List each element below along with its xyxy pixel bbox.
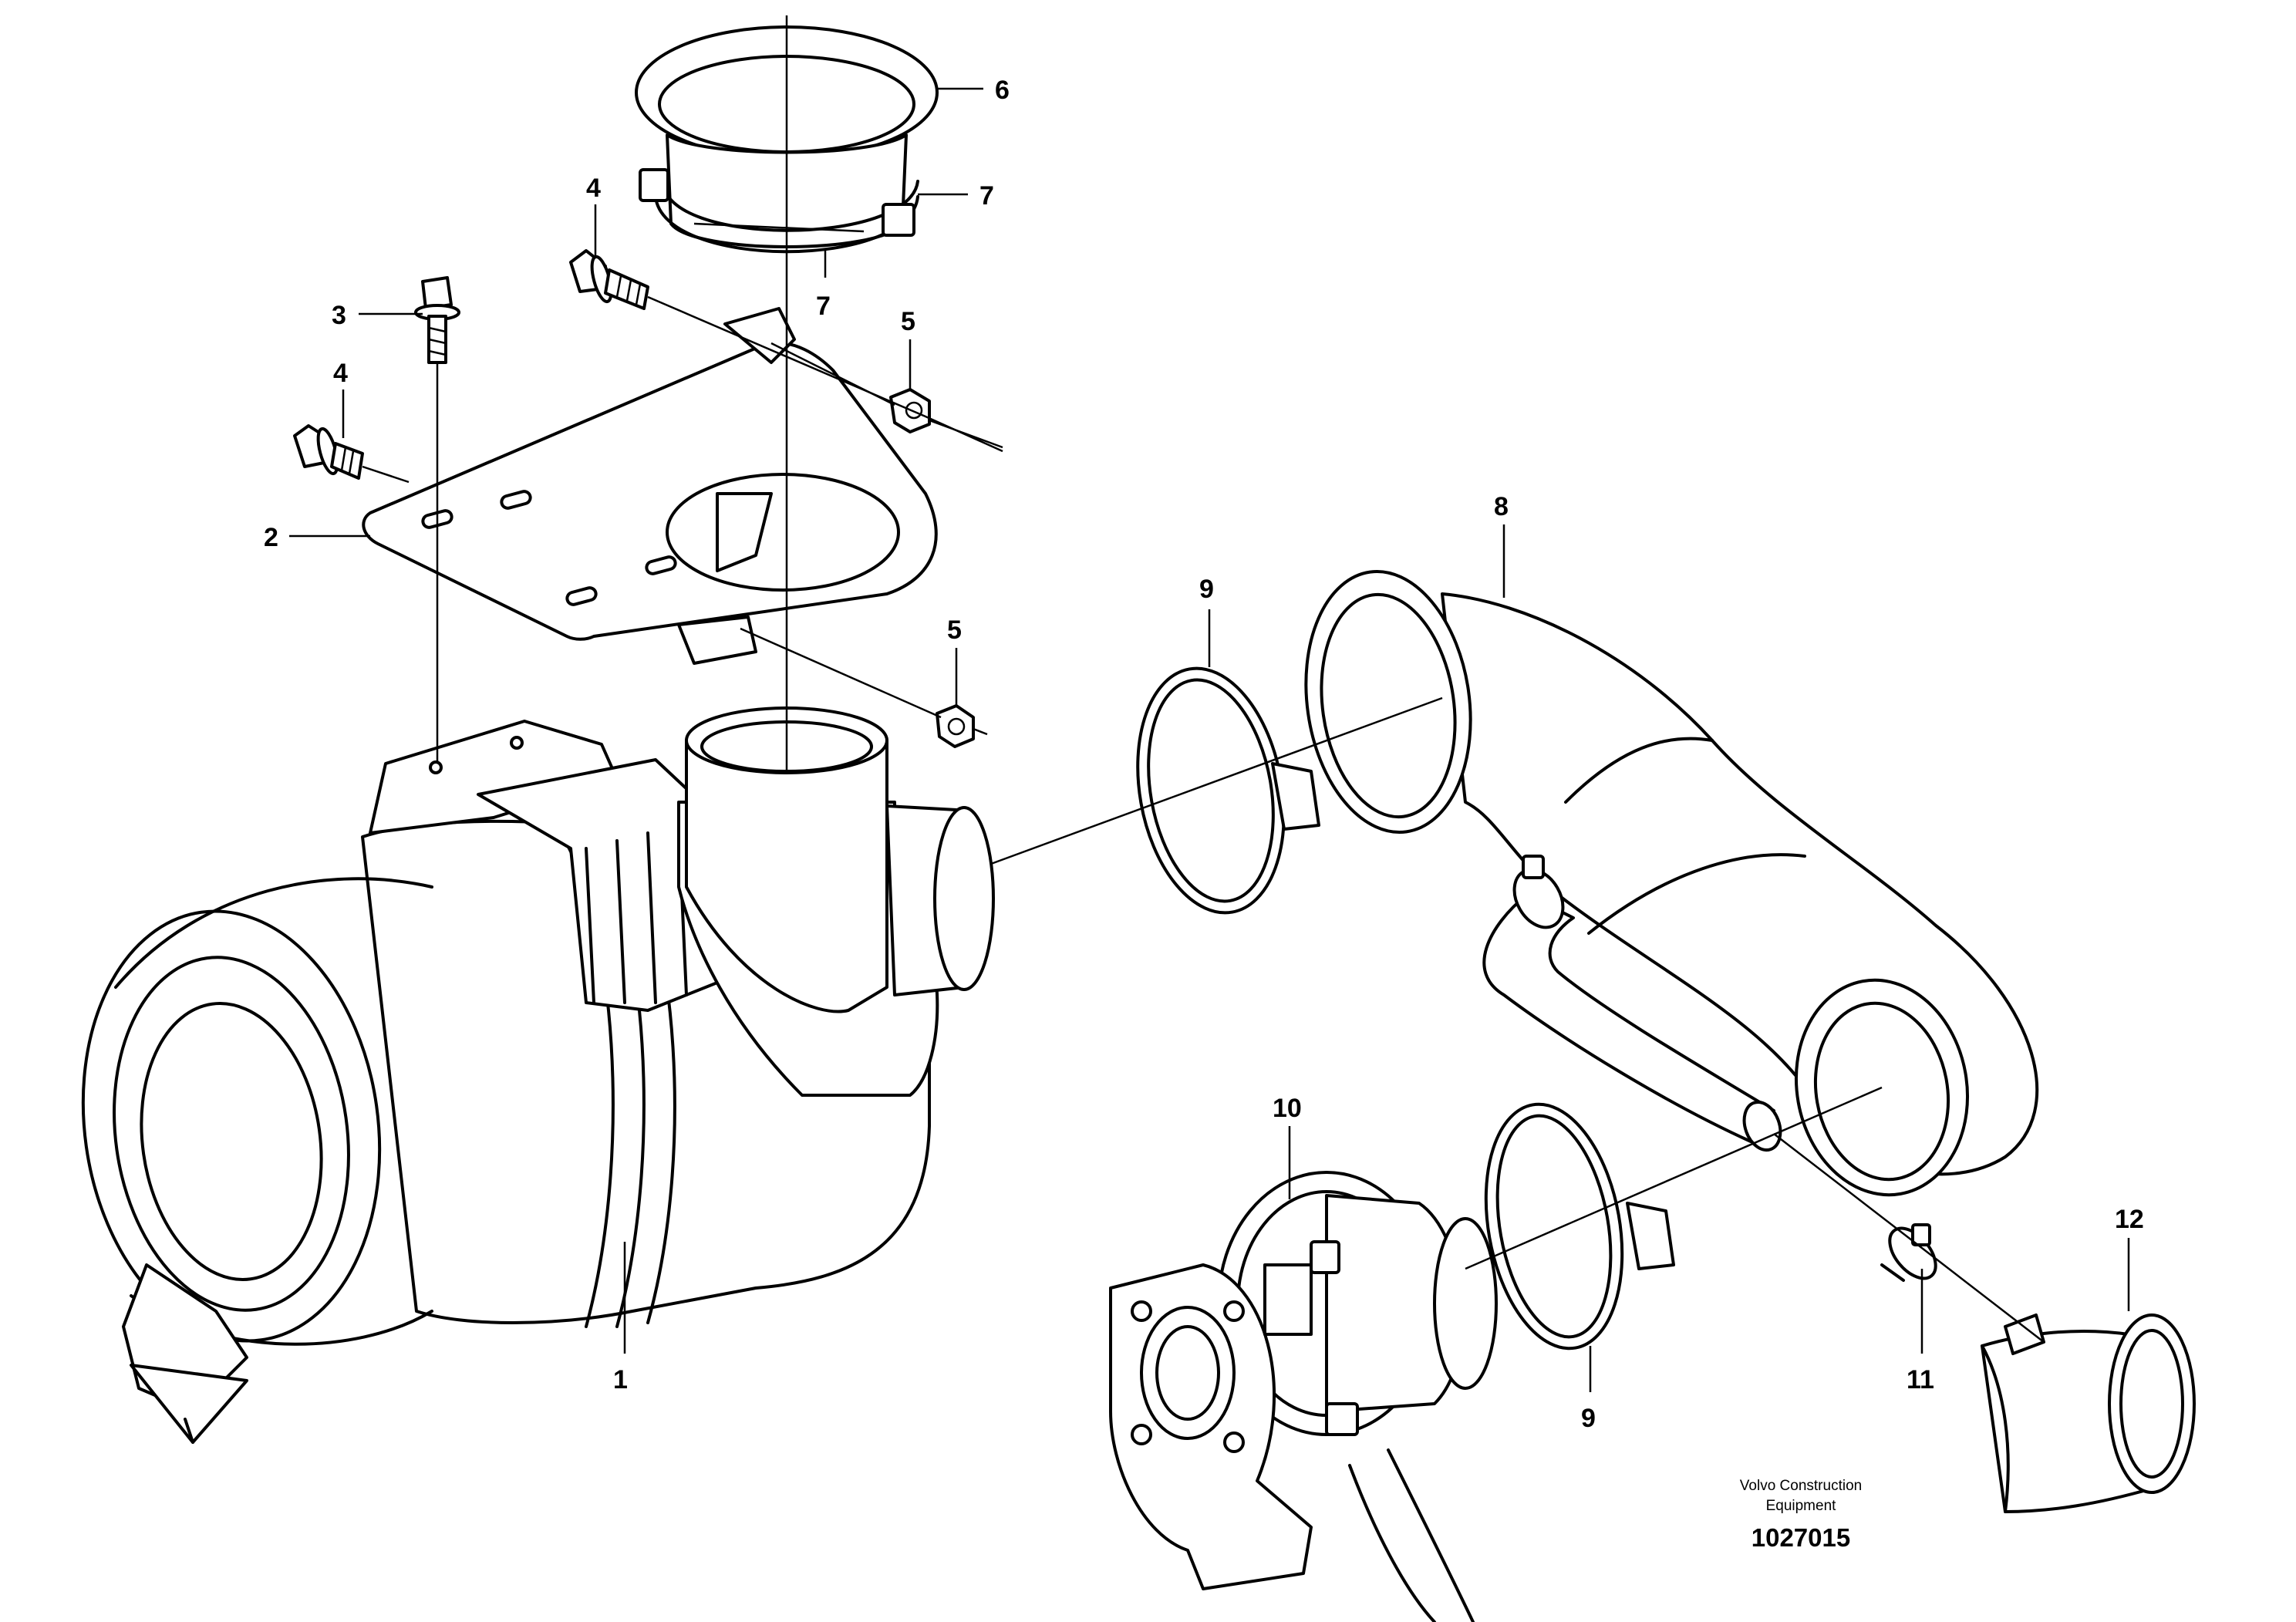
callout-12: 12	[2115, 1205, 2144, 1234]
turbocharger	[1109, 1171, 1498, 1622]
callout-4-lower: 4	[333, 359, 348, 388]
callout-5-lower: 5	[947, 615, 962, 645]
callout-3: 3	[332, 301, 346, 330]
nut-5-lower	[936, 704, 975, 748]
drawing-number: 1027015	[1752, 1523, 1850, 1552]
air-filter-housing	[81, 706, 995, 1444]
leader-lines	[362, 15, 2045, 1343]
callout-6: 6	[995, 76, 1010, 105]
callout-2: 2	[264, 523, 278, 552]
callout-1: 1	[613, 1365, 628, 1394]
callout-5-upper: 5	[901, 307, 915, 336]
callout-7-bottom: 7	[816, 292, 831, 321]
callout-8: 8	[1494, 492, 1509, 521]
footer-company-line2: Equipment	[1766, 1498, 1837, 1514]
callout-9-lower: 9	[1581, 1404, 1596, 1433]
hose-clamp-9-upper	[1136, 666, 1320, 915]
callout-7-right: 7	[979, 181, 994, 211]
connector-pipe	[1981, 1313, 2196, 1513]
hose-clamp-9-lower	[1484, 1102, 1675, 1351]
callout-10: 10	[1273, 1094, 1302, 1123]
bolt-3	[414, 276, 460, 364]
mounting-bracket	[362, 307, 938, 665]
hose-clamp-top	[639, 168, 919, 254]
callout-4-upper: 4	[586, 174, 601, 203]
footer-company-line1: Volvo Construction	[1740, 1478, 1862, 1494]
hose-clamp-11	[1880, 1223, 1937, 1282]
bolt-4-lower	[293, 424, 364, 480]
callout-11: 11	[1907, 1365, 1934, 1394]
callout-leaders	[289, 87, 2130, 1392]
callout-9-upper: 9	[1199, 575, 1214, 604]
bolt-4-upper	[569, 249, 649, 310]
air-hose	[1304, 570, 2039, 1197]
